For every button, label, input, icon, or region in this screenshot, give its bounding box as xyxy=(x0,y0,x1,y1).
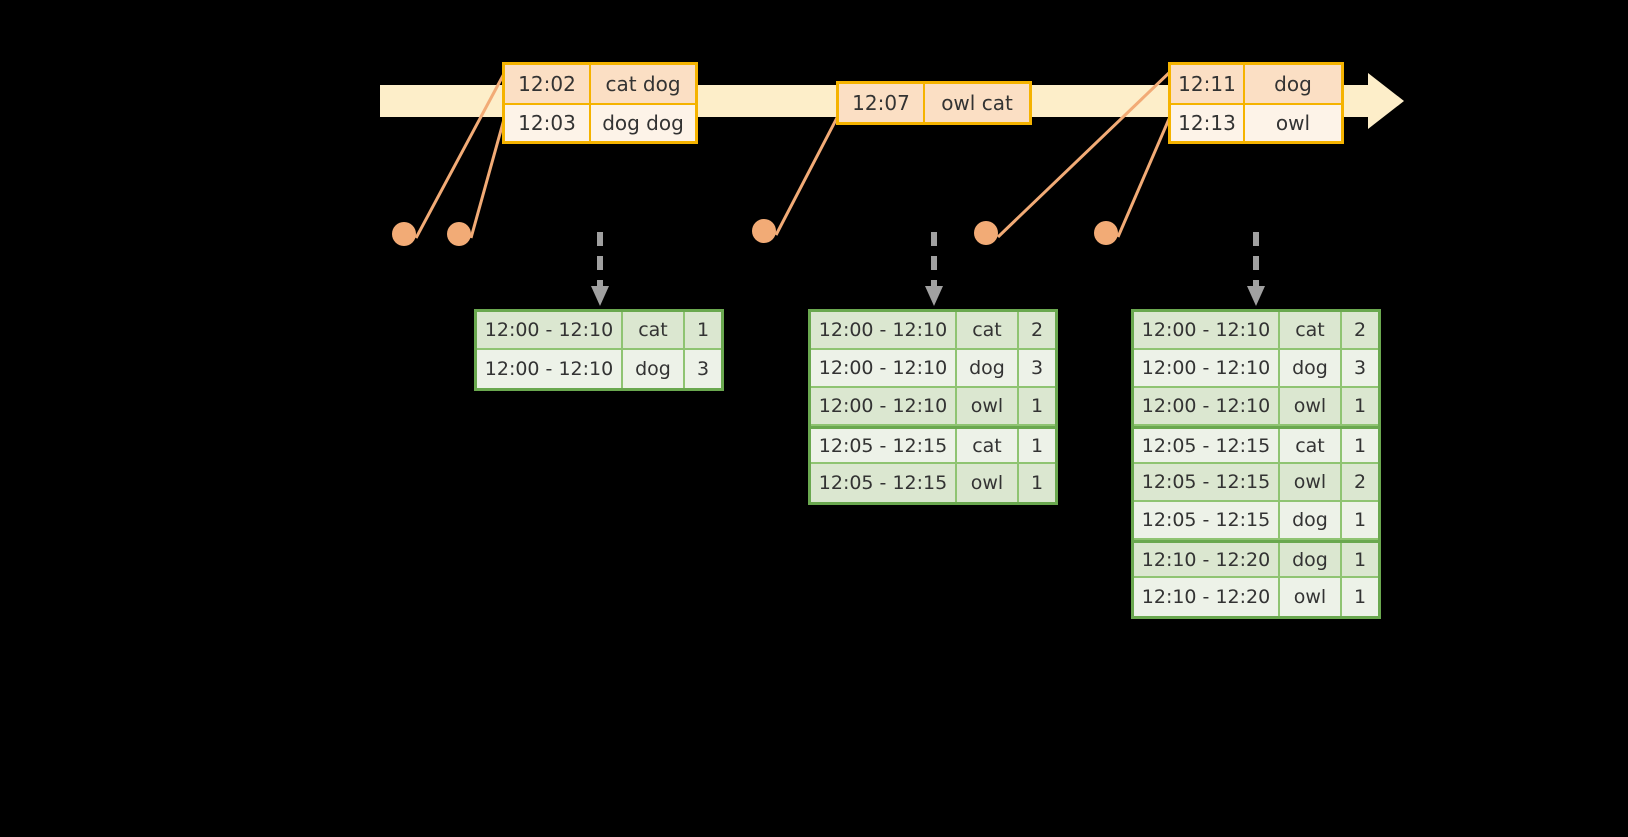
event-time: 12:13 xyxy=(1171,105,1245,141)
result-count-cell: 1 xyxy=(696,319,710,341)
result-window-cell: 12:00 - 12:10 xyxy=(811,350,957,386)
result-word-cell: owl xyxy=(1280,388,1342,424)
event-words: dog dog xyxy=(602,111,684,135)
result-word-cell: owl xyxy=(1280,464,1342,500)
result-count-cell: 1 xyxy=(1030,395,1044,417)
event-marker-dot xyxy=(392,222,416,246)
timeline-event-row: 12:03 dog dog xyxy=(505,103,695,141)
event-marker-dot xyxy=(447,222,471,246)
event-time: 12:02 xyxy=(505,65,591,103)
result-word-cell: owl xyxy=(1280,578,1342,616)
flow-arrow-down-icon xyxy=(925,232,943,306)
result-word-cell: cat xyxy=(957,429,1019,462)
result-word-cell: cat xyxy=(623,312,685,348)
result-count-cell: 1 xyxy=(1353,395,1367,417)
result-word-cell: cat xyxy=(1280,312,1342,348)
event-words: owl cat xyxy=(941,91,1013,115)
result-window-cell: 12:00 - 12:10 xyxy=(477,350,623,388)
timeline-event-row: 12:11 dog xyxy=(1171,65,1341,103)
timeline-event-box-3: 12:11 dog 12:13 owl xyxy=(1168,62,1344,144)
event-words: cat dog xyxy=(605,72,681,96)
event-marker-dot xyxy=(752,219,776,243)
result-window-cell: 12:05 - 12:15 xyxy=(1134,502,1280,538)
flow-arrow-down-icon xyxy=(591,232,609,306)
result-count-cell: 1 xyxy=(1030,472,1044,494)
event-time: 12:11 xyxy=(1171,65,1245,103)
result-window-cell: 12:05 - 12:15 xyxy=(1134,429,1280,462)
result-count-cell: 1 xyxy=(1353,548,1367,571)
result-window-cell: 12:00 - 12:10 xyxy=(811,312,957,348)
result-window-cell: 12:05 - 12:15 xyxy=(1134,464,1280,500)
result-word-cell: dog xyxy=(957,350,1019,386)
event-time: 12:07 xyxy=(839,84,925,122)
flow-arrow-down-icon xyxy=(1247,232,1265,306)
timeline-event-box-2: 12:07 owl cat xyxy=(836,81,1032,125)
result-count-cell: 3 xyxy=(1030,357,1044,379)
event-time: 12:03 xyxy=(505,105,591,141)
timeline-arrow-icon xyxy=(1368,73,1404,129)
result-count-cell: 1 xyxy=(1353,509,1367,531)
result-window-cell: 12:00 - 12:10 xyxy=(1134,350,1280,386)
result-window-cell: 12:10 - 12:20 xyxy=(1134,543,1280,576)
result-count-cell: 3 xyxy=(1353,357,1367,379)
result-window-cell: 12:00 - 12:10 xyxy=(1134,312,1280,348)
event-words: dog xyxy=(1274,72,1312,96)
result-window-cell: 12:05 - 12:15 xyxy=(811,464,957,502)
timeline-event-box-1: 12:02 cat dog 12:03 dog dog xyxy=(502,62,698,144)
result-window-cell: 12:05 - 12:15 xyxy=(811,429,957,462)
result-count-cell: 3 xyxy=(696,358,710,380)
result-count-cell: 2 xyxy=(1353,471,1367,493)
timeline-event-row: 12:13 owl xyxy=(1171,103,1341,141)
result-word-cell: dog xyxy=(1280,543,1342,576)
result-word-cell: dog xyxy=(1280,350,1342,386)
result-window-cell: 12:00 - 12:10 xyxy=(477,312,623,348)
result-word-cell: owl xyxy=(957,464,1019,502)
result-count-cell: 1 xyxy=(1353,586,1367,608)
result-count-cell: 2 xyxy=(1030,319,1044,341)
event-marker-dot xyxy=(974,221,998,245)
event-words: owl xyxy=(1275,111,1311,135)
event-marker-dot xyxy=(1094,221,1118,245)
result-word-cell: cat xyxy=(957,312,1019,348)
result-word-cell: owl xyxy=(957,388,1019,424)
timeline-event-row: 12:07 owl cat xyxy=(839,84,1029,122)
result-count-cell: 2 xyxy=(1353,319,1367,341)
result-window-cell: 12:00 - 12:10 xyxy=(811,388,957,424)
result-word-cell: dog xyxy=(623,350,685,388)
result-window-cell: 12:10 - 12:20 xyxy=(1134,578,1280,616)
result-window-cell: 12:00 - 12:10 xyxy=(1134,388,1280,424)
result-word-cell: cat xyxy=(1280,429,1342,462)
result-count-cell: 1 xyxy=(1030,434,1044,457)
timeline-event-row: 12:02 cat dog xyxy=(505,65,695,103)
result-word-cell: dog xyxy=(1280,502,1342,538)
result-count-cell: 1 xyxy=(1353,434,1367,457)
